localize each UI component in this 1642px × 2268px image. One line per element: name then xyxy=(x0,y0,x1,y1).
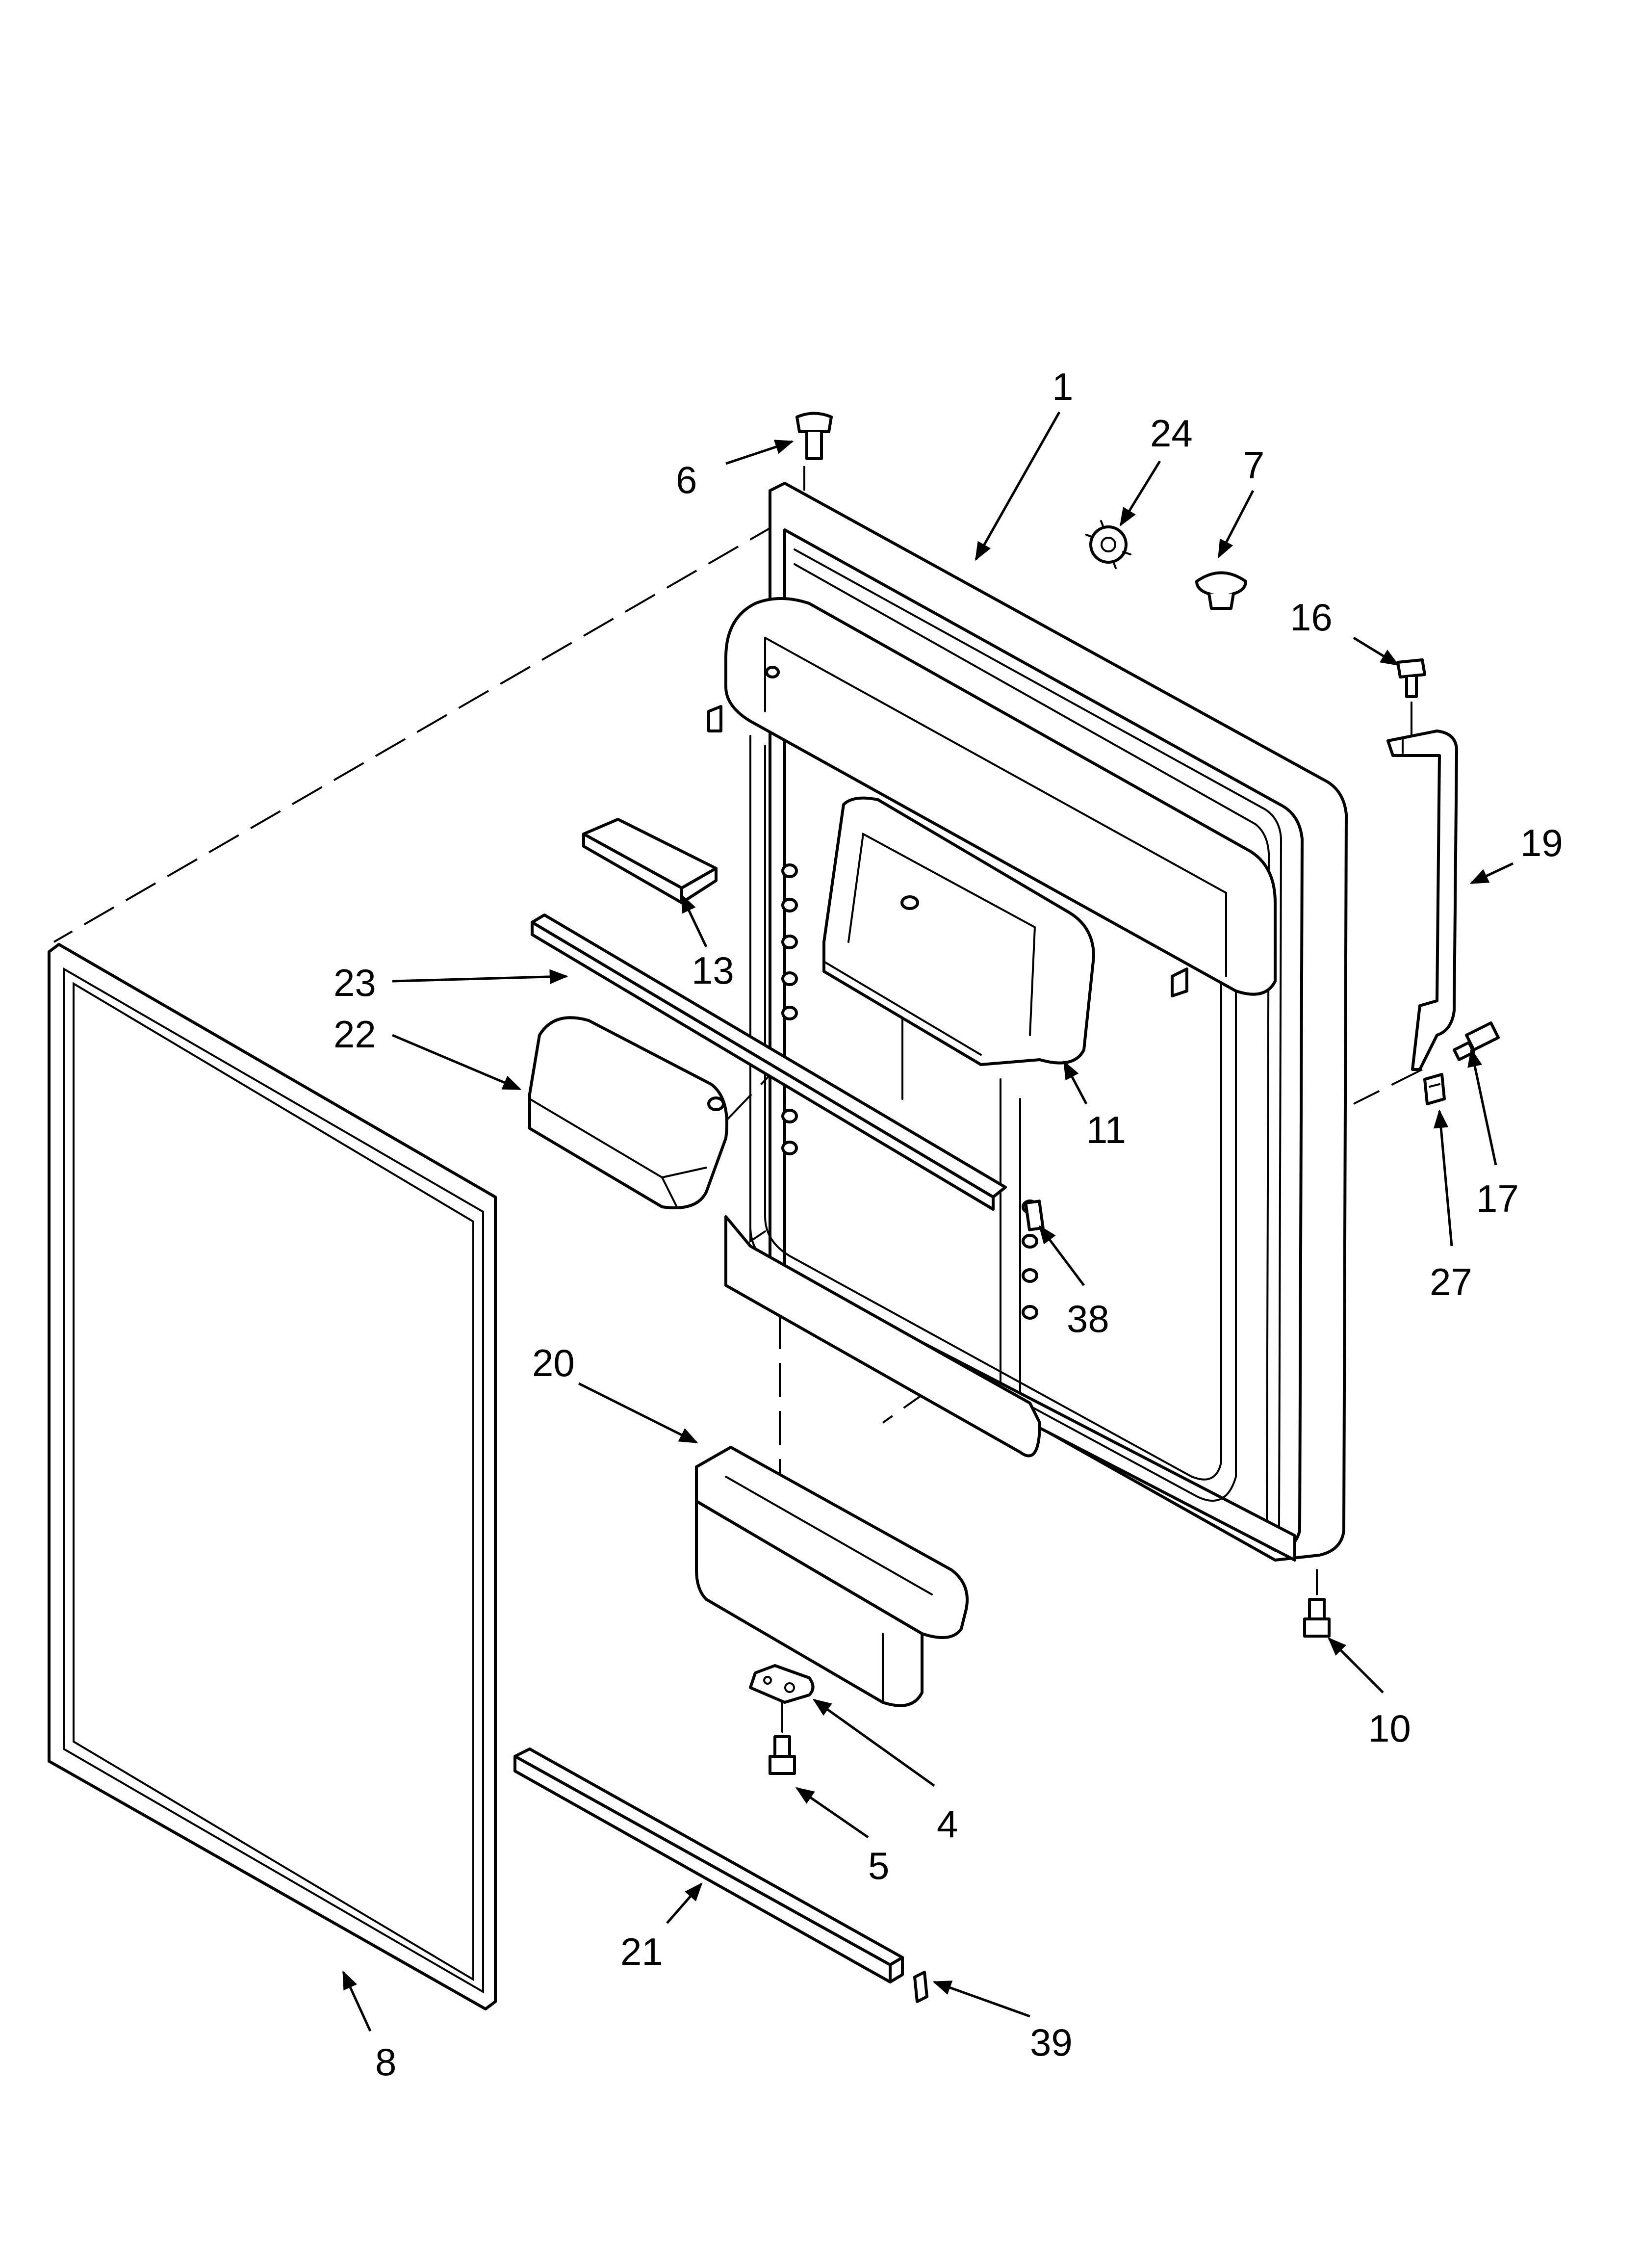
door-bin xyxy=(695,1446,969,1707)
lower-trim xyxy=(513,1747,904,1983)
callout-1: 1 xyxy=(1052,365,1073,408)
cap-plug-7 xyxy=(1195,571,1247,610)
plug-24 xyxy=(1085,520,1131,569)
door-gasket xyxy=(48,943,497,2010)
clip-38 xyxy=(1024,1199,1045,1231)
callout-13: 13 xyxy=(692,949,734,992)
upper-door-shelf xyxy=(707,597,1277,997)
screw-17 xyxy=(1453,1021,1500,1061)
shelf-retainer-bar xyxy=(531,913,1007,1211)
hinge-brace xyxy=(1386,730,1458,1071)
callout-24: 24 xyxy=(1150,412,1193,455)
callout-22: 22 xyxy=(334,1013,376,1056)
callout-8: 8 xyxy=(375,2040,396,2084)
callout-20: 20 xyxy=(532,1341,575,1384)
covered-door-bin xyxy=(528,1016,728,1209)
callout-7: 7 xyxy=(1243,443,1264,487)
callout-21: 21 xyxy=(620,1930,663,1973)
door-tray-13 xyxy=(582,818,718,904)
callout-39: 39 xyxy=(1030,2021,1073,2064)
callout-10: 10 xyxy=(1368,1707,1411,1750)
callout-27: 27 xyxy=(1430,1260,1472,1303)
leader-lines xyxy=(342,411,1514,2032)
callout-5: 5 xyxy=(868,1844,889,1887)
callout-17: 17 xyxy=(1476,1177,1519,1220)
hinge-bracket-4 xyxy=(749,1664,815,1704)
dairy-compartment xyxy=(822,796,1095,1066)
callout-labels: 1 24 7 6 16 19 13 23 22 11 17 27 38 20 1… xyxy=(334,365,1563,2084)
end-cap-39 xyxy=(913,1971,928,2003)
screw-5 xyxy=(769,1701,796,1775)
callout-4: 4 xyxy=(937,1802,958,1846)
callout-38: 38 xyxy=(1067,1297,1109,1340)
callout-23: 23 xyxy=(334,961,376,1004)
plug-6 xyxy=(795,412,833,460)
clip-27 xyxy=(1423,1073,1446,1105)
screw-16 xyxy=(1396,658,1426,736)
callout-11: 11 xyxy=(1086,1108,1126,1151)
shelf-peg-holes xyxy=(781,863,1038,1320)
callout-19: 19 xyxy=(1520,821,1563,864)
screw-10 xyxy=(1303,1569,1331,1638)
callout-6: 6 xyxy=(676,458,697,501)
callout-16: 16 xyxy=(1290,596,1333,639)
